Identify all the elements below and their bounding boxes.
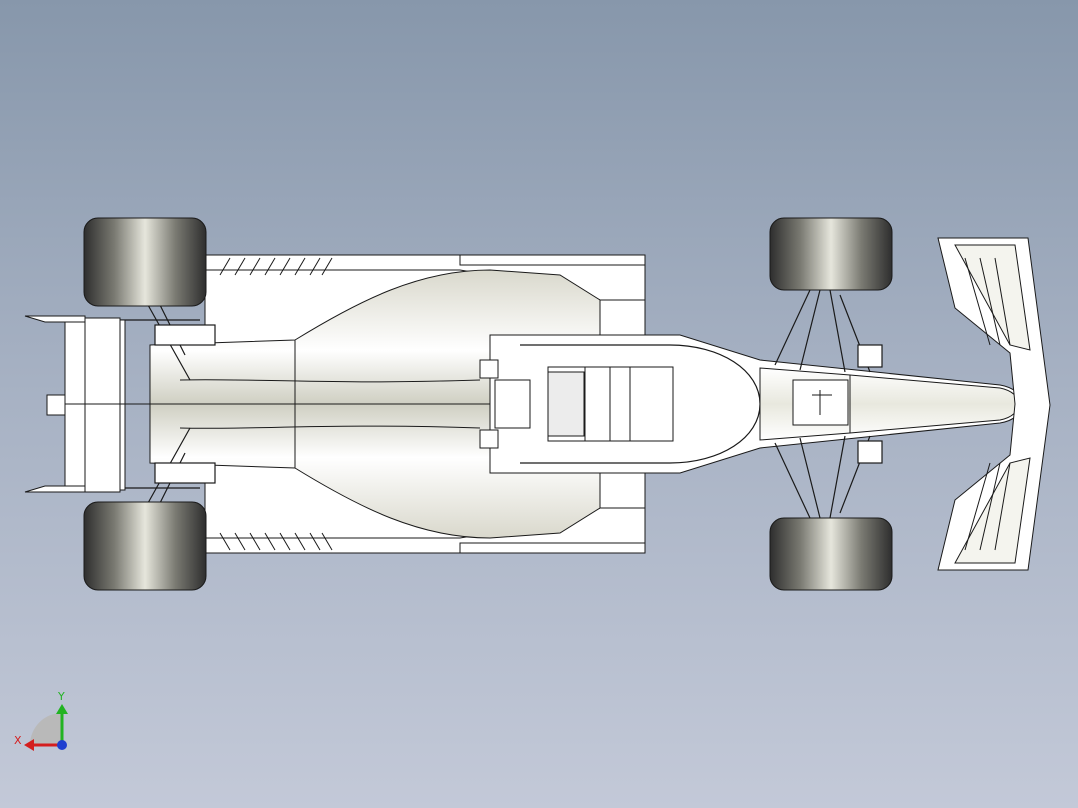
rear-suspension (120, 304, 216, 504)
roll-hoop (494, 379, 531, 429)
reference-triad: Y X (14, 690, 68, 751)
triad-x-label: X (14, 734, 22, 747)
rear-left-tyre[interactable] (83, 217, 207, 307)
rear-wing (24, 315, 150, 493)
front-suspension (774, 289, 883, 519)
floor-slots-bottom (219, 532, 333, 551)
seat (547, 371, 585, 437)
front-right-tyre[interactable] (769, 517, 893, 591)
triad-y-label: Y (57, 690, 65, 703)
front-wing (937, 237, 1051, 571)
triad-z-axis (57, 740, 67, 750)
triad-plane (30, 713, 62, 745)
floor-slots-top (219, 257, 333, 276)
f1-car-model[interactable] (24, 217, 1051, 591)
rear-right-tyre[interactable] (83, 501, 207, 591)
front-left-tyre[interactable] (769, 217, 893, 291)
